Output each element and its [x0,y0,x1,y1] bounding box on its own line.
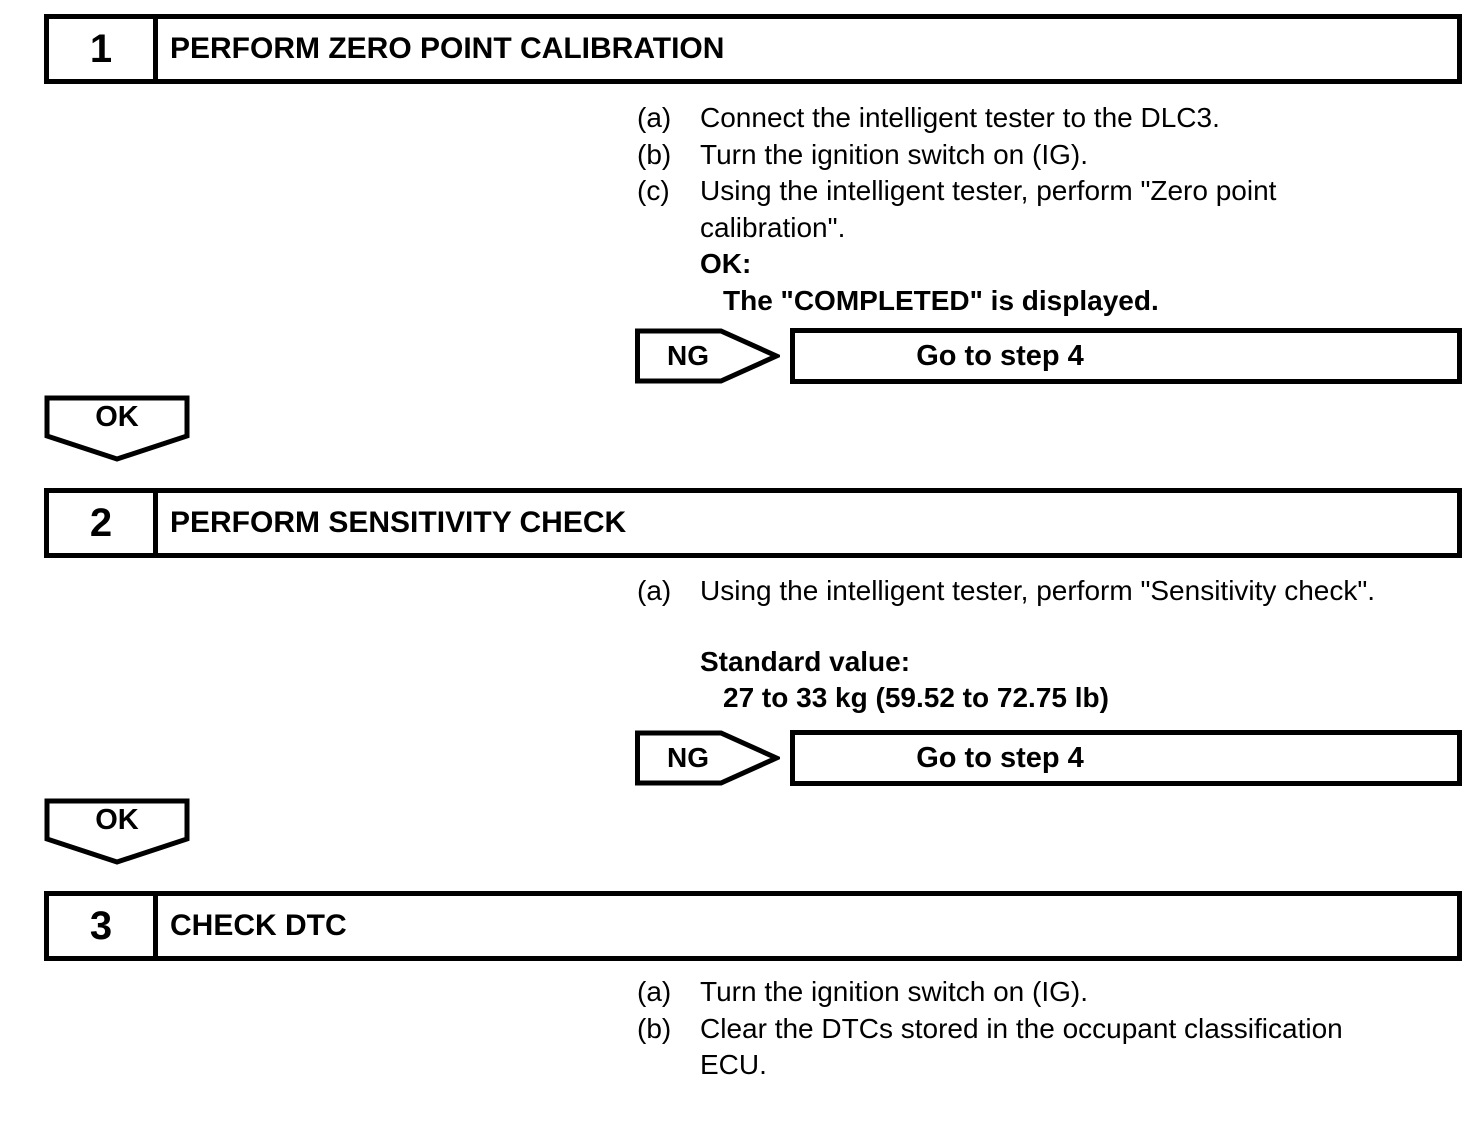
instruction-text: Clear the DTCs stored in the occupant cl… [700,1012,1343,1044]
step-3-header: 3 CHECK DTC [44,891,1462,961]
instruction-line: (a) Connect the intelligent tester to th… [637,100,1276,137]
ok-connector-label: OK [95,804,139,836]
step-1-ok-connector: OK [44,395,190,463]
instruction-label: (c) [637,175,670,207]
instruction-text: Turn the ignition switch on (IG). [700,976,1089,1007]
ok-connector-label: OK [95,401,139,433]
instruction-label: (b) [637,1012,672,1044]
step-3-instructions: (a) Turn the ignition switch on (IG). (b… [637,974,1343,1084]
standard-value-heading: Standard value: [700,645,911,677]
ng-arrow-shape [635,730,780,786]
ok-criteria-heading: OK: [700,248,752,280]
step-1-title: PERFORM ZERO POINT CALIBRATION [170,32,725,65]
step-2-ng-row: NG Go to step 4 [635,730,1462,786]
ok-criteria-text: The "COMPLETED" is displayed. [723,284,1159,316]
ng-action-box: Go to step 4 [790,730,1462,786]
step-2-instructions: (a) Using the intelligent tester, perfor… [637,573,1375,717]
ng-action-box: Go to step 4 [790,328,1462,384]
ng-label: NG [667,742,709,773]
instruction-line: (a) Using the intelligent tester, perfor… [637,573,1375,610]
step-3-title: CHECK DTC [170,909,347,942]
instruction-line: (b) Clear the DTCs stored in the occupan… [637,1011,1343,1048]
step-2-header: 2 PERFORM SENSITIVITY CHECK [44,488,1462,558]
standard-value-text: 27 to 33 kg (59.52 to 72.75 lb) [723,682,1109,714]
ng-arrow-shape [635,328,780,384]
step-2-title: PERFORM SENSITIVITY CHECK [170,506,627,539]
step-2-number: 2 [49,493,158,553]
instruction-label: (a) [637,976,672,1007]
instruction-line: (c) Using the intelligent tester, perfor… [637,173,1276,210]
ok-connector-shape [44,395,190,462]
instruction-text: Connect the intelligent tester to the DL… [700,102,1220,133]
instruction-text: Using the intelligent tester, perform "Z… [700,175,1277,207]
step-1-number: 1 [49,19,158,79]
ok-connector-shape [44,798,190,865]
instruction-label: (a) [637,102,672,133]
ng-action-label: Go to step 4 [916,339,1084,372]
instruction-line: (a) Turn the ignition switch on (IG). [637,974,1343,1011]
instruction-continuation: ECU. [700,1049,767,1081]
step-1-header: 1 PERFORM ZERO POINT CALIBRATION [44,14,1462,84]
instruction-label: (a) [637,575,672,606]
step-1-ng-row: NG Go to step 4 [635,328,1462,384]
step-3-number: 3 [49,896,158,956]
line-spacer [637,610,1375,644]
instruction-text: Turn the ignition switch on (IG). [700,138,1089,170]
ng-label: NG [667,340,709,371]
step-1-instructions: (a) Connect the intelligent tester to th… [637,100,1276,320]
instruction-line: (b) Turn the ignition switch on (IG). [637,137,1276,174]
step-2-ok-connector: OK [44,798,190,866]
instruction-text: Using the intelligent tester, perform "S… [700,575,1376,606]
instruction-label: (b) [637,138,672,170]
ng-action-label: Go to step 4 [916,741,1084,774]
instruction-continuation: calibration". [700,211,846,243]
